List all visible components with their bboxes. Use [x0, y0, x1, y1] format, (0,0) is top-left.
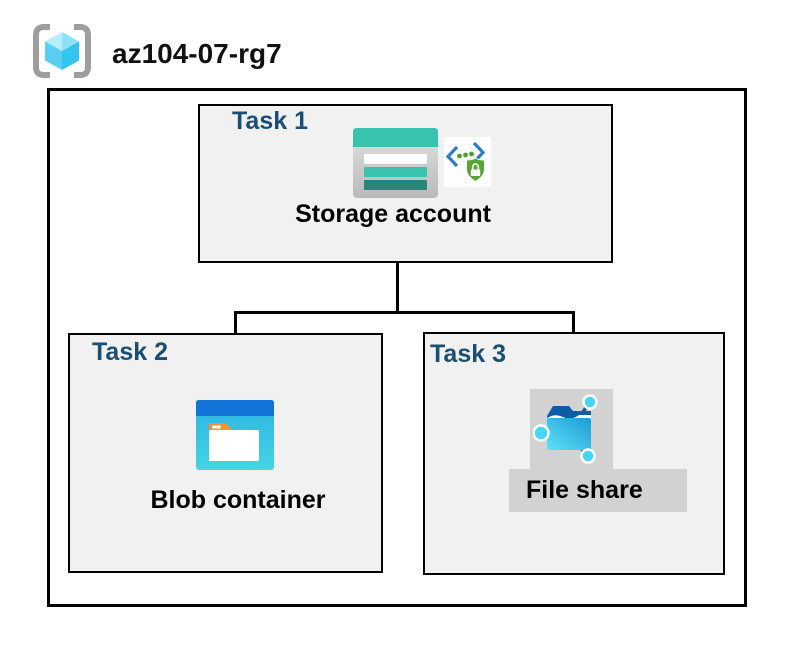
task3-label: Task 3	[430, 340, 506, 368]
resource-group-icon	[33, 24, 91, 78]
connector-storage-stem	[396, 235, 399, 313]
file-share-label-highlight: File share	[509, 469, 687, 512]
connector-branch-horizontal	[234, 311, 575, 314]
storage-account-icon	[353, 128, 438, 198]
resource-group-name: az104-07-rg7	[112, 38, 282, 69]
shared-access-signature-icon	[444, 137, 491, 187]
storage-account-label: Storage account	[295, 200, 491, 228]
blob-container-label: Blob container	[150, 486, 326, 514]
file-share-label: File share	[526, 476, 643, 504]
task2-label: Task 2	[92, 338, 168, 366]
blob-container-icon	[196, 400, 274, 470]
task1-label: Task 1	[232, 107, 308, 135]
file-share-icon	[533, 394, 598, 464]
